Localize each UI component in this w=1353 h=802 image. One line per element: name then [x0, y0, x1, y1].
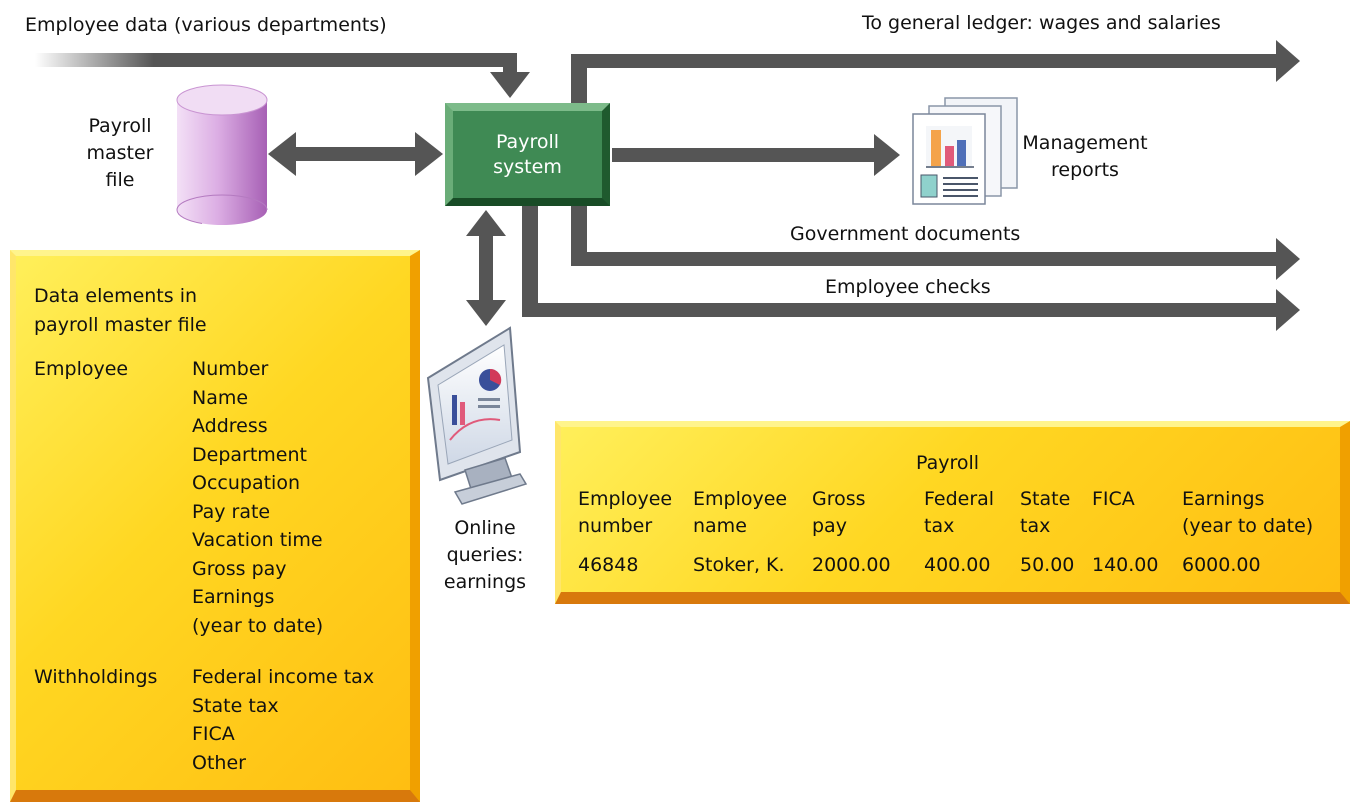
computer-monitor-icon	[426, 326, 528, 505]
column-header: FICA	[1092, 486, 1135, 513]
column-header-line: FICA	[1092, 488, 1135, 510]
list-item: Gross pay	[192, 557, 287, 580]
column-header-line: (year to date)	[1182, 515, 1314, 537]
database-cylinder-icon	[176, 84, 268, 226]
list-item: Other	[192, 751, 246, 774]
column-header-line: name	[693, 515, 747, 537]
payroll-table-title: Payroll	[916, 452, 980, 474]
list-item: (year to date)	[192, 614, 324, 637]
online-queries-label: Online queries: earnings	[430, 515, 540, 596]
list-item: Department	[192, 443, 307, 466]
column-header-line: Employee	[693, 488, 788, 510]
column-header: Earnings (year to date)	[1182, 486, 1313, 540]
table-cell: 140.00	[1092, 554, 1159, 576]
online-queries-label-line: queries:	[446, 544, 524, 566]
column-header-line: tax	[1020, 515, 1051, 537]
column-header-line: Earnings	[1182, 488, 1265, 510]
list-item: State tax	[192, 694, 279, 717]
column-header: Employee number	[578, 486, 672, 540]
management-reports-label-line: reports	[1051, 159, 1119, 181]
column-header-line: tax	[924, 515, 955, 537]
management-reports-label-line: Management	[1022, 132, 1148, 154]
arrow-management-reports	[612, 134, 900, 176]
table-cell: 400.00	[924, 554, 991, 576]
payroll-system-label-line: system	[493, 155, 562, 178]
payroll-system-label-line: Payroll	[495, 130, 560, 153]
employee-data-label: Employee data (various departments)	[25, 14, 387, 36]
list-item: Vacation time	[192, 529, 323, 551]
list-item: FICA	[192, 723, 235, 745]
online-queries-label-line: Online	[454, 517, 516, 539]
column-header: Gross pay	[812, 486, 866, 540]
management-reports-label: Management reports	[1005, 130, 1165, 184]
table-cell: 50.00	[1020, 554, 1075, 576]
list-item: Earnings	[192, 586, 275, 608]
withholdings-elements-list: Federal income tax State tax FICA Other	[192, 663, 374, 777]
general-ledger-label: To general ledger: wages and salaries	[862, 12, 1221, 34]
list-item: Number	[192, 358, 269, 380]
panel-title-line: Data elements in	[34, 285, 198, 307]
payroll-system-label: Payroll system	[493, 130, 562, 180]
column-header-line: pay	[812, 515, 847, 537]
report-documents-icon	[912, 97, 1018, 205]
payroll-record-panel	[555, 421, 1350, 604]
column-header: Federal tax	[924, 486, 994, 540]
group-name-employee: Employee	[34, 358, 129, 380]
column-header-line: Federal	[924, 488, 995, 510]
column-header: Employee name	[693, 486, 787, 540]
table-cell: 46848	[578, 554, 639, 576]
employee-elements-list: Number Name Address Department Occupatio…	[192, 355, 323, 640]
list-item: Pay rate	[192, 500, 271, 523]
table-cell: 6000.00	[1182, 554, 1261, 576]
panel-title: Data elements in payroll master file	[34, 282, 207, 339]
government-documents-label: Government documents	[790, 223, 1021, 245]
payroll-system-box: Payroll system	[445, 103, 610, 206]
column-header: State tax	[1020, 486, 1070, 540]
list-item: Name	[192, 386, 249, 409]
online-queries-label-line: earnings	[443, 571, 527, 593]
column-header-line: number	[578, 515, 653, 537]
master-file-label-line: Payroll	[88, 115, 152, 137]
list-item: Federal income tax	[192, 666, 375, 688]
arrow-online-queries	[466, 210, 506, 326]
master-file-label-line: file	[105, 169, 135, 191]
group-name-withholdings: Withholdings	[34, 666, 158, 688]
arrow-master-file-link	[268, 132, 443, 176]
master-file-elements-panel	[10, 250, 420, 802]
table-cell: 2000.00	[812, 554, 891, 576]
list-item: Address	[192, 415, 268, 437]
column-header-line: State	[1020, 488, 1071, 510]
column-header-line: Employee	[578, 488, 673, 510]
panel-title-line: payroll master file	[34, 313, 207, 336]
master-file-label-line: master	[86, 142, 154, 164]
column-header-line: Gross	[812, 488, 866, 510]
arrow-employee-data	[35, 53, 530, 98]
list-item: Occupation	[192, 472, 300, 494]
arrow-government-documents	[571, 206, 1300, 280]
arrow-employee-checks	[522, 206, 1300, 331]
employee-checks-label: Employee checks	[825, 276, 991, 298]
arrow-general-ledger	[571, 40, 1300, 104]
table-cell: Stoker, K.	[693, 554, 785, 576]
master-file-label: Payroll master file	[70, 113, 170, 194]
